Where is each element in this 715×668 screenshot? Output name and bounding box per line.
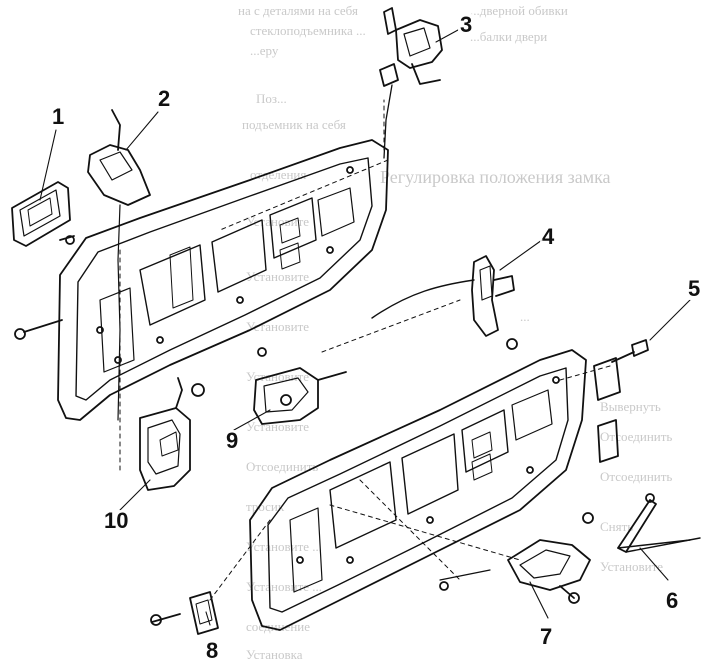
bleed-line: Установите ... <box>246 579 323 594</box>
bleed-line: Установите <box>246 369 310 384</box>
callout-10: 10 <box>102 508 131 533</box>
inside-handle-bezel <box>11 181 75 247</box>
bleed-line: тросик <box>246 499 285 514</box>
lock-rod-bracket <box>87 109 151 421</box>
lock-cylinder-assembly <box>379 7 443 159</box>
leader-lines <box>39 29 691 626</box>
callout-9: 9 <box>224 428 241 453</box>
window-regulator-motor <box>439 539 591 604</box>
bleed-line: Установите <box>246 269 310 284</box>
bleed-line: Отсоединить <box>600 429 673 444</box>
fasteners <box>14 319 594 591</box>
bleed-line: ...дверной обивки <box>470 3 568 18</box>
lower-hinge <box>150 591 219 635</box>
door-check-link <box>617 493 701 553</box>
callout-6: 6 <box>664 588 681 613</box>
bleed-line: Установите <box>600 559 664 574</box>
door-latch <box>139 377 191 491</box>
bleed-line: Отсоединить <box>246 459 319 474</box>
callout-8: 8 <box>204 638 221 663</box>
bleed-line: Установка <box>246 647 303 662</box>
bleed-line: Установите ... <box>246 539 323 554</box>
bleed-line: Вывернуть <box>600 399 661 414</box>
bleed-line: Поз... <box>256 91 287 106</box>
bleed-line: ...балки двери <box>470 29 548 44</box>
callout-4: 4 <box>540 224 557 249</box>
upper-door-panel <box>57 139 389 421</box>
bleed-line: ... <box>520 309 530 324</box>
bleed-line: на с деталями на себя <box>238 3 358 18</box>
lower-door-panel <box>249 349 587 631</box>
bleed-line: отделения <box>250 167 307 182</box>
bleed-line: подъемник на себя <box>242 117 346 132</box>
callout-5: 5 <box>686 276 703 301</box>
hinge-screw <box>593 339 649 463</box>
callout-2: 2 <box>156 86 173 111</box>
bleed-line: стеклоподъемника ... <box>250 23 366 38</box>
bleed-line: ...еру <box>250 43 279 58</box>
bleed-line: Отсоединить <box>600 469 673 484</box>
remote-control-lever <box>371 255 518 350</box>
callout-7: 7 <box>538 624 555 649</box>
callout-3: 3 <box>458 12 475 37</box>
callout-1: 1 <box>50 104 67 129</box>
assembly-dashed-lines <box>119 99 611 601</box>
door-lock <box>253 367 347 425</box>
bleed-line: Снять <box>600 519 634 534</box>
bleed-line: Регулировка положения замка <box>380 167 611 187</box>
